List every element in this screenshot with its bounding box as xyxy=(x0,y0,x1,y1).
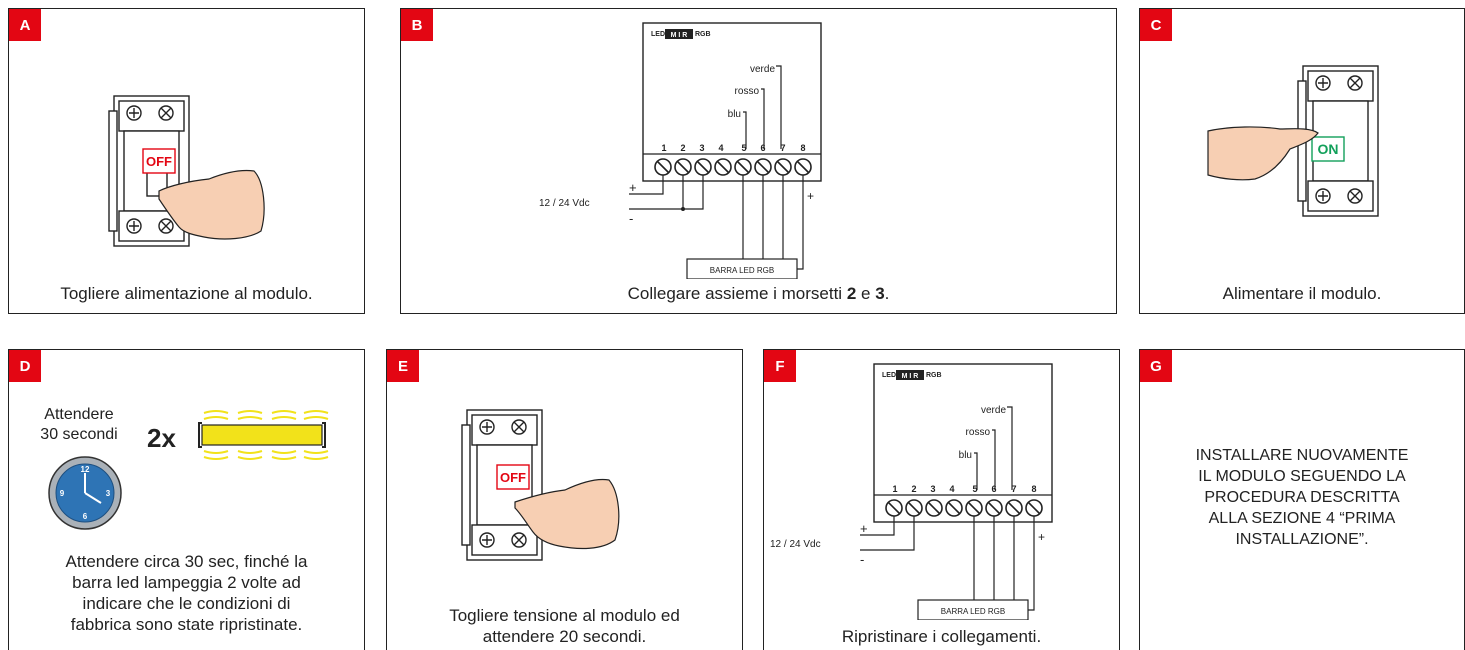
svg-text:LED: LED xyxy=(882,372,896,379)
switch-label-box xyxy=(1311,136,1345,162)
svg-text:verde: verde xyxy=(981,405,1006,416)
panel-b: B LED M I R RGB verde rosso blu 1 2 3 4 … xyxy=(400,8,1117,314)
svg-text:8: 8 xyxy=(1031,484,1036,494)
svg-text:+: + xyxy=(1038,530,1045,544)
breaker-on-illustration: ON xyxy=(1207,65,1379,217)
switch-label-off: OFF xyxy=(146,154,172,169)
breaker-off-illustration: OFF xyxy=(108,95,265,247)
panel-e-caption: Togliere tensione al modulo ed attendere… xyxy=(449,606,680,646)
brand-rgb: RGB xyxy=(695,31,711,38)
terminal-number-3: 3 xyxy=(699,143,704,153)
panel-c: C ON Alimentare il modulo. xyxy=(1139,8,1465,314)
panel-b-tag: B xyxy=(401,9,433,41)
svg-text:5: 5 xyxy=(972,484,977,494)
module-body xyxy=(642,22,822,182)
supply-label: 12 / 24 Vdc xyxy=(539,198,590,209)
supply-minus: - xyxy=(629,211,633,226)
panel-f-caption: Ripristinare i collegamenti. xyxy=(841,627,1042,646)
svg-text:3: 3 xyxy=(106,489,111,498)
terminal-number-6: 6 xyxy=(760,143,765,153)
wiring-diagram: LED M I R RGB verde rosso blu 1 2 3 4 5 … xyxy=(539,22,822,279)
svg-text:blu: blu xyxy=(959,450,972,461)
brand-logo: M I R xyxy=(671,32,688,39)
panel-c-tag: C xyxy=(1140,9,1172,41)
panel-f-tag: F xyxy=(764,350,796,382)
terminal-number-4: 4 xyxy=(718,143,723,153)
panel-g-text: INSTALLARE NUOVAMENTE IL MODULO SEGUENDO… xyxy=(1195,447,1409,548)
brand-logo-box xyxy=(665,29,693,39)
terminal-number-1: 1 xyxy=(661,143,666,153)
bar-plus: + xyxy=(807,189,814,203)
led-bar-label: BARRA LED RGB xyxy=(710,266,774,275)
led-bar-box xyxy=(686,258,798,279)
module-body xyxy=(873,363,1053,523)
svg-text:4: 4 xyxy=(949,484,954,494)
panel-g-tag: G xyxy=(1140,350,1172,382)
svg-text:2: 2 xyxy=(911,484,916,494)
panel-d-caption: Attendere circa 30 sec, finché la barra … xyxy=(65,552,308,634)
times-label: 2x xyxy=(147,423,176,453)
panel-c-caption: Alimentare il modulo. xyxy=(1222,284,1382,303)
svg-text:+: + xyxy=(860,521,868,536)
terminal-number-8: 8 xyxy=(800,143,805,153)
panel-a-caption: Togliere alimentazione al modulo. xyxy=(60,284,313,303)
breaker-off-illustration: OFF xyxy=(461,409,620,561)
led-bar-blink-illustration xyxy=(198,410,329,460)
svg-text:-: - xyxy=(860,552,864,567)
panel-b-caption: Collegare assieme i morsetti 2 e 3. xyxy=(627,284,890,303)
svg-text:6: 6 xyxy=(991,484,996,494)
hand-icon xyxy=(158,169,265,240)
svg-text:1: 1 xyxy=(892,484,897,494)
switch-label-on: ON xyxy=(1318,141,1339,157)
wire-label-rosso: rosso xyxy=(735,86,760,97)
terminal-number-5: 5 xyxy=(741,143,746,153)
svg-text:3: 3 xyxy=(930,484,935,494)
svg-text:RGB: RGB xyxy=(926,372,942,379)
terminal-number-7: 7 xyxy=(780,143,785,153)
switch-label-box xyxy=(142,148,176,174)
clock-icon: 12 3 6 9 xyxy=(48,456,122,530)
panel-d-tag: D xyxy=(9,350,41,382)
svg-text:12 / 24 Vdc: 12 / 24 Vdc xyxy=(770,539,821,550)
wiring-diagram: LED M I R RGB verde rosso blu 1 2 3 4 5 … xyxy=(770,363,1053,620)
svg-text:BARRA LED RGB: BARRA LED RGB xyxy=(941,607,1005,616)
brand-led: LED xyxy=(651,31,665,38)
supply-plus: + xyxy=(629,180,637,195)
wire-label-blu: blu xyxy=(728,109,741,120)
svg-text:6: 6 xyxy=(83,512,88,521)
panel-a-tag: A xyxy=(9,9,41,41)
wire-label-verde: verde xyxy=(750,64,775,75)
svg-text:12: 12 xyxy=(81,465,90,474)
svg-text:9: 9 xyxy=(60,489,65,498)
svg-text:7: 7 xyxy=(1011,484,1016,494)
svg-text:M I R: M I R xyxy=(902,373,919,380)
panel-e: E OFF Togliere tensione al modulo ed att… xyxy=(386,349,743,650)
svg-text:rosso: rosso xyxy=(966,427,991,438)
hand-icon xyxy=(1207,126,1319,181)
panel-a: A OFF Togliere alimentazione al modulo. xyxy=(8,8,365,314)
terminal-number-2: 2 xyxy=(680,143,685,153)
switch-label-off: OFF xyxy=(500,470,526,485)
panel-e-tag: E xyxy=(387,350,419,382)
hand-icon xyxy=(514,478,620,550)
panel-g: G INSTALLARE NUOVAMENTE IL MODULO SEGUEN… xyxy=(1139,349,1465,650)
panel-f: F LED M I R RGB verde rosso blu 1 2 3 4 … xyxy=(763,349,1120,650)
